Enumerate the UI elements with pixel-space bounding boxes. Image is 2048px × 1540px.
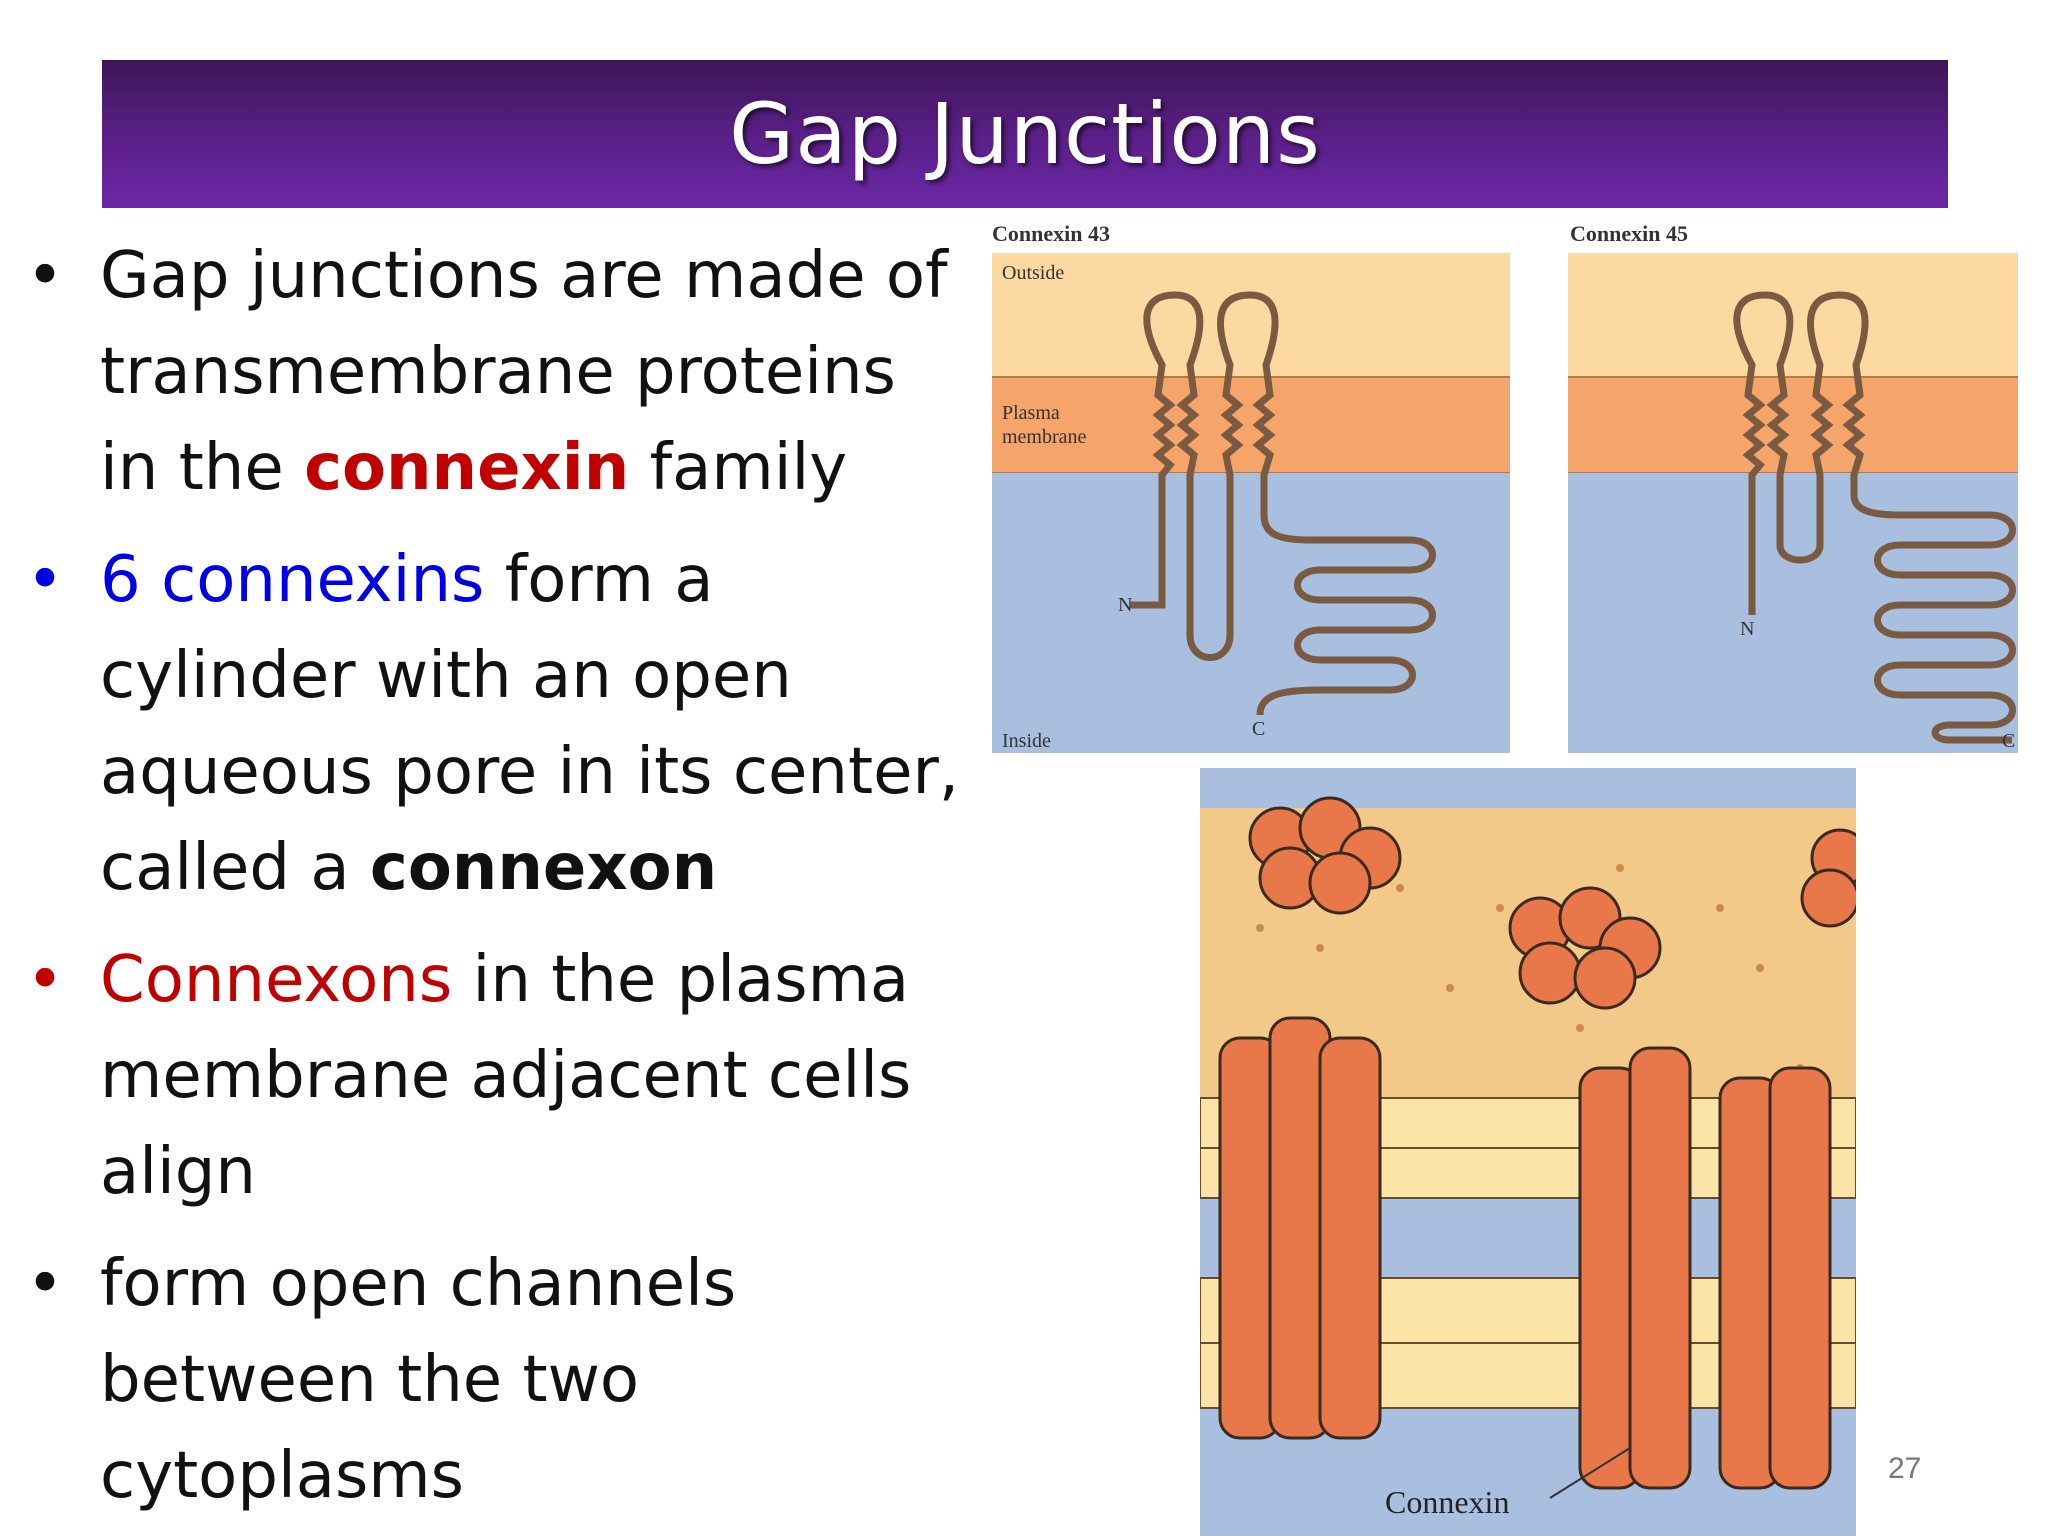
c-terminal-label: C (1252, 718, 1265, 740)
connexin-label: Connexin (1385, 1484, 1509, 1520)
connexin-45-chain (1733, 291, 2016, 744)
n-terminal-label-45: N (1740, 618, 1754, 640)
bullet-2-emphasis: connexon (369, 831, 718, 905)
bullet-item-3: • Connexons in the plasma membrane adjac… (20, 932, 970, 1220)
connexin-45-panel: Connexin 45 N C (1568, 221, 2018, 753)
outside-label: Outside (1002, 262, 1064, 284)
c-terminal-label-45: C (2002, 730, 2015, 752)
bullet-item-2: • 6 connexins form a cylinder with an op… (20, 532, 970, 916)
connexin-pointer (1549, 1447, 1631, 1499)
connexon-rosette (1248, 796, 1402, 915)
gap-junction-illustration: Connexin (1200, 768, 1856, 1536)
bullet-dot-icon: • (26, 239, 64, 313)
bullet-dot-icon: • (26, 543, 64, 617)
slide-title: Gap Junctions (729, 85, 1321, 183)
connexin-topology-figure: Connexin 43 Outside Plasma membrane Insi… (992, 221, 2018, 753)
connexon-channel (1578, 1046, 1832, 1490)
bullet-3-highlight: Connexons (100, 943, 453, 1017)
connexin-43-panel: Connexin 43 Outside Plasma membrane Insi… (992, 221, 1510, 753)
bullet-1-text-a: Gap junctions are made of transmembrane … (100, 239, 948, 505)
membrane-label: membrane (1002, 426, 1087, 448)
connexin-43-title: Connexin 43 (992, 221, 1110, 246)
bullet-1-text-b: family (629, 431, 848, 505)
n-terminal-label: N (1118, 594, 1132, 616)
connexon-rosette (1800, 828, 1856, 928)
bullet-dot-icon: • (26, 943, 64, 1017)
bullet-2-text-a: form a cylinder with an open aqueous por… (100, 543, 960, 905)
bullet-item-1: • Gap junctions are made of transmembran… (20, 228, 970, 516)
bullet-3-text-a: in the plasma membrane adjacent cells al… (100, 943, 912, 1209)
bullet-1-highlight: connexin (304, 431, 630, 505)
bullet-list: • Gap junctions are made of transmembran… (20, 228, 970, 1540)
title-bar: Gap Junctions (102, 60, 1948, 208)
bullet-2-highlight: 6 connexins (100, 543, 485, 617)
connexon-channel (1218, 1016, 1382, 1440)
plasma-label: Plasma (1002, 402, 1060, 424)
connexin-45-title: Connexin 45 (1570, 221, 1688, 246)
inside-label: Inside (1002, 730, 1051, 752)
bullet-4-text-a: form open channels between the two cytop… (100, 1247, 737, 1513)
page-number: 27 (1888, 1452, 1922, 1485)
connexon-rosette (1508, 886, 1662, 1010)
bullet-dot-icon: • (26, 1247, 64, 1321)
bullet-item-4: • form open channels between the two cyt… (20, 1236, 970, 1524)
connexin-43-chain (1130, 291, 1436, 716)
